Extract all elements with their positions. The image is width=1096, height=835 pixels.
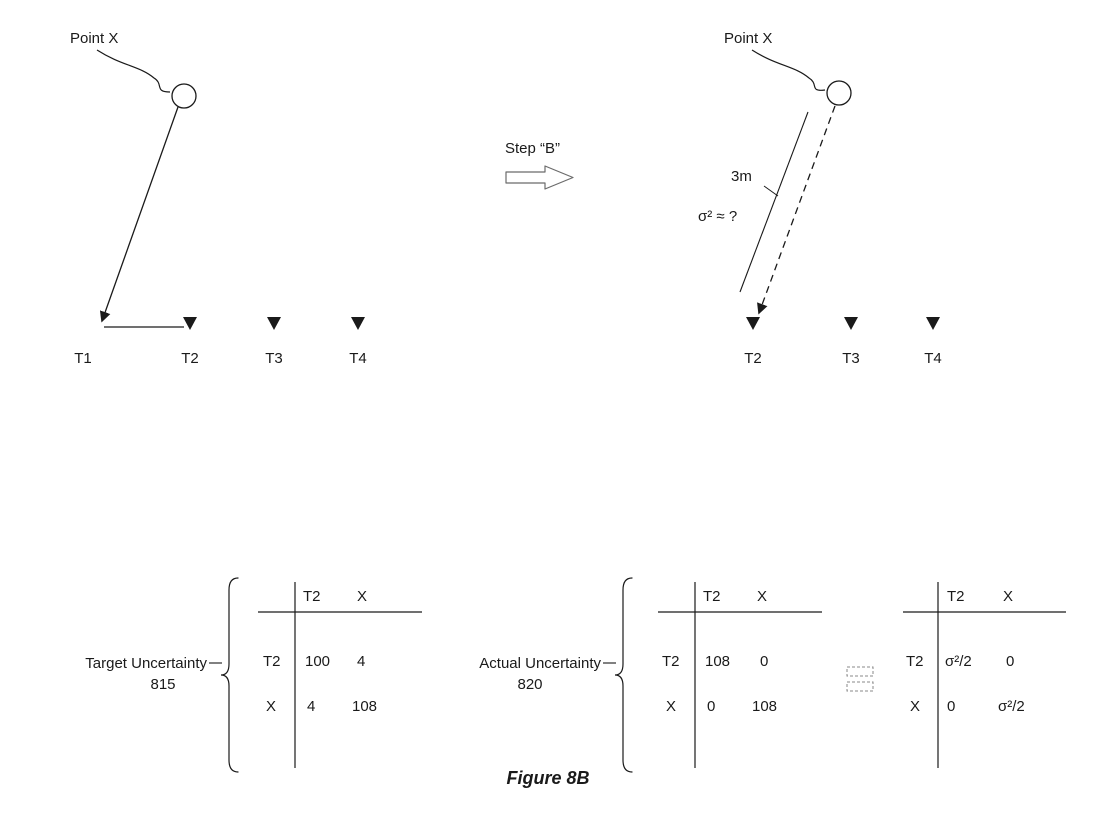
matrix3-row1-val2: 0 [1006, 653, 1014, 670]
matrix2-col-header-x: X [757, 588, 767, 605]
right-range-dashed-arrow [757, 105, 836, 315]
matrix1-col-header-t2: T2 [303, 588, 321, 605]
equals-bar-top [846, 666, 874, 677]
right-point-x-label: Point X [724, 30, 772, 47]
actual-uncertainty-ref-number: 820 [517, 676, 542, 693]
actual-uncertainty-group: Actual Uncertainty 820 T2 X T2 108 0 X 0… [479, 577, 822, 773]
left-target-label-t4: T4 [349, 350, 367, 367]
matrix3-col-header-x: X [1003, 588, 1013, 605]
step-label: Step “B” [505, 140, 560, 157]
left-target-label-t1: T1 [74, 350, 92, 367]
right-target-triangle-t4 [926, 317, 940, 330]
matrix2-row2-val1: 0 [707, 698, 715, 715]
right-target-triangle-t3 [844, 317, 858, 330]
target-uncertainty-group: Target Uncertainty 815 T2 X T2 100 4 X 4… [85, 577, 422, 773]
matrix1-row2-label: X [266, 698, 276, 715]
equals-symbol-icon [846, 666, 874, 692]
left-range-arrow [99, 106, 179, 323]
matrix3-row2-label: X [910, 698, 920, 715]
equals-bar-bottom [846, 681, 874, 692]
matrix3-col-header-t2: T2 [947, 588, 965, 605]
left-target-label-t3: T3 [265, 350, 283, 367]
matrix1-row1-val1: 100 [305, 653, 330, 670]
matrix1-row1-val2: 4 [357, 653, 365, 670]
actual-uncertainty-label: Actual Uncertainty [479, 655, 601, 672]
actual-uncertainty-brace [614, 577, 633, 773]
right-variance-label: σ² ≈ ? [698, 208, 737, 225]
right-point-x-leader-line [751, 49, 826, 91]
matr2-row1-val2: 0 [760, 653, 768, 670]
step-transition: Step “B” [505, 140, 574, 190]
left-target-triangle-t3 [267, 317, 281, 330]
left-target-triangle-t4 [351, 317, 365, 330]
right-point-x-circle [826, 80, 852, 106]
right-distance-tick [763, 185, 779, 197]
matrix1-col-header-x: X [357, 588, 367, 605]
target-uncertainty-label: Target Uncertainty [85, 655, 207, 672]
matrix1-row1-label: T2 [263, 653, 281, 670]
matrix1-row2-val1: 4 [307, 698, 315, 715]
matrix3-row2-val2: σ²/2 [998, 698, 1025, 715]
matrix2-row2-label: X [666, 698, 676, 715]
left-point-x-circle [171, 83, 197, 109]
matrix2-col-header-t2: T2 [703, 588, 721, 605]
target-uncertainty-brace [220, 577, 239, 773]
matrix2-row1-label: T2 [662, 653, 680, 670]
right-measurement-line [739, 111, 809, 293]
right-target-label-t4: T4 [924, 350, 942, 367]
matrix1-row2-val2: 108 [352, 698, 377, 715]
right-target-label-t3: T3 [842, 350, 860, 367]
matrix2-row1-val1: 108 [705, 653, 730, 670]
matrix3-row1-label: T2 [906, 653, 924, 670]
left-point-x-label: Point X [70, 30, 118, 47]
right-target-label-t2: T2 [744, 350, 762, 367]
matrix3-row1-val1: σ²/2 [945, 653, 972, 670]
step-block-arrow-icon [505, 165, 574, 190]
left-diagram: Point X T1 T2 T3 T4 [70, 30, 367, 367]
right-distance-label: 3m [731, 168, 752, 185]
right-diagram: Point X 3m σ² ≈ ? T2 T3 T4 [698, 30, 942, 367]
result-matrix-group: T2 X T2 σ²/2 0 X 0 σ²/2 [903, 582, 1066, 768]
left-target-label-t2: T2 [181, 350, 199, 367]
matrix3-row2-val1: 0 [947, 698, 955, 715]
left-target-triangle-t2 [183, 317, 197, 330]
figure-caption: Figure 8B [506, 768, 589, 788]
matrix2-row2-val2: 108 [752, 698, 777, 715]
left-point-x-leader-line [96, 49, 171, 93]
right-target-triangle-t2 [746, 317, 760, 330]
target-uncertainty-ref-number: 815 [150, 676, 175, 693]
